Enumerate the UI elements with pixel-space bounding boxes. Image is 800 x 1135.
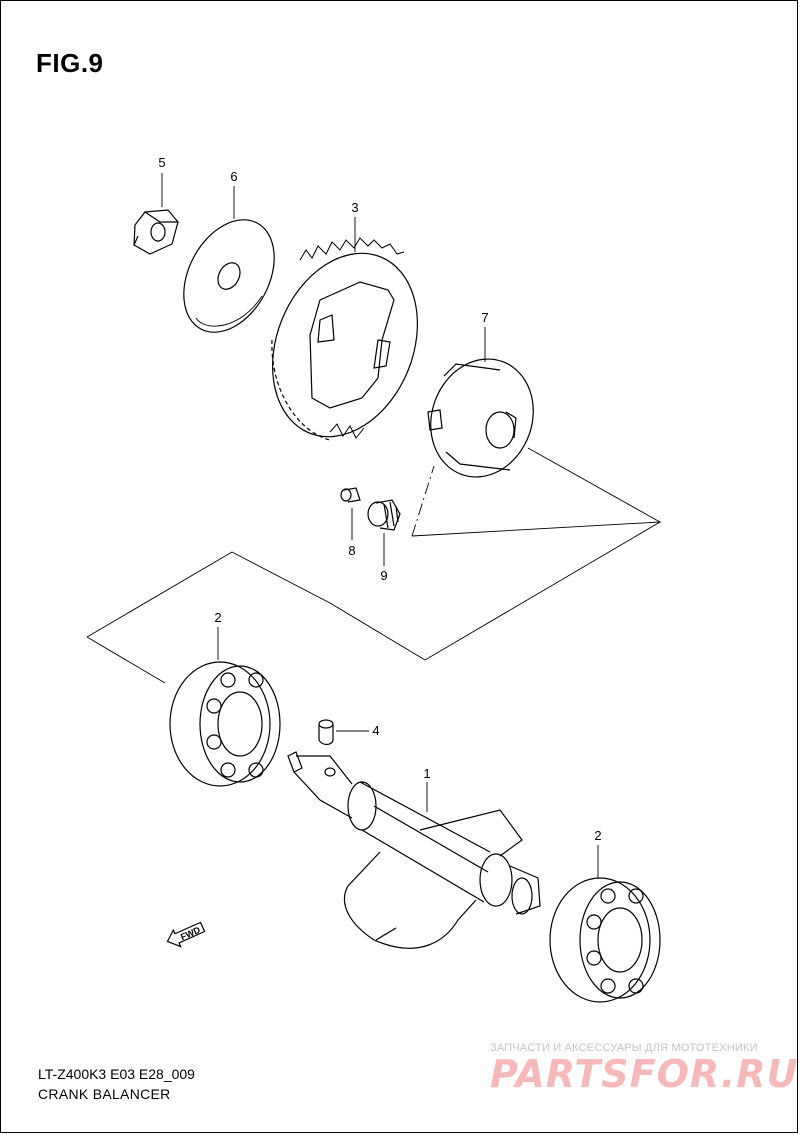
leader-lines bbox=[161, 173, 599, 878]
watermark-tagline: ЗАПЧАСТИ И АКСЕССУАРЫ ДЛЯ МОТОТЕХНИКИ bbox=[490, 1042, 758, 1054]
callout-2-left: 2 bbox=[214, 610, 222, 625]
callout-6: 6 bbox=[230, 169, 238, 184]
callout-9: 9 bbox=[380, 568, 388, 583]
callout-7: 7 bbox=[481, 310, 489, 325]
washer-part-6 bbox=[183, 219, 275, 333]
callout-5: 5 bbox=[158, 155, 166, 170]
plate-part-7 bbox=[427, 358, 534, 478]
forward-arrow-icon: FWD bbox=[166, 921, 206, 948]
spring-part-9 bbox=[367, 499, 401, 531]
pin-part-8 bbox=[340, 487, 361, 503]
gear-part-3 bbox=[271, 237, 418, 441]
nut-part-5 bbox=[133, 209, 179, 255]
model-code: LT-Z400K3 E03 E28_009 bbox=[38, 1066, 195, 1082]
callout-4: 4 bbox=[372, 723, 380, 738]
bearing-part-2-left bbox=[169, 661, 281, 787]
callout-2-right: 2 bbox=[594, 828, 602, 843]
key-part-4 bbox=[318, 719, 334, 746]
bearing-part-2-right bbox=[549, 877, 661, 1003]
watermark-logo: PARTSFOR.RU bbox=[490, 1052, 799, 1096]
figure-title: FIG.9 bbox=[36, 48, 104, 78]
section-name: CRANK BALANCER bbox=[38, 1086, 171, 1102]
balancer-shaft-part-1 bbox=[287, 751, 541, 949]
forward-arrow-label: FWD bbox=[179, 925, 202, 943]
callout-8: 8 bbox=[348, 543, 356, 558]
callout-1: 1 bbox=[423, 766, 431, 781]
assembly-outline bbox=[86, 447, 662, 684]
callout-3: 3 bbox=[351, 200, 359, 215]
